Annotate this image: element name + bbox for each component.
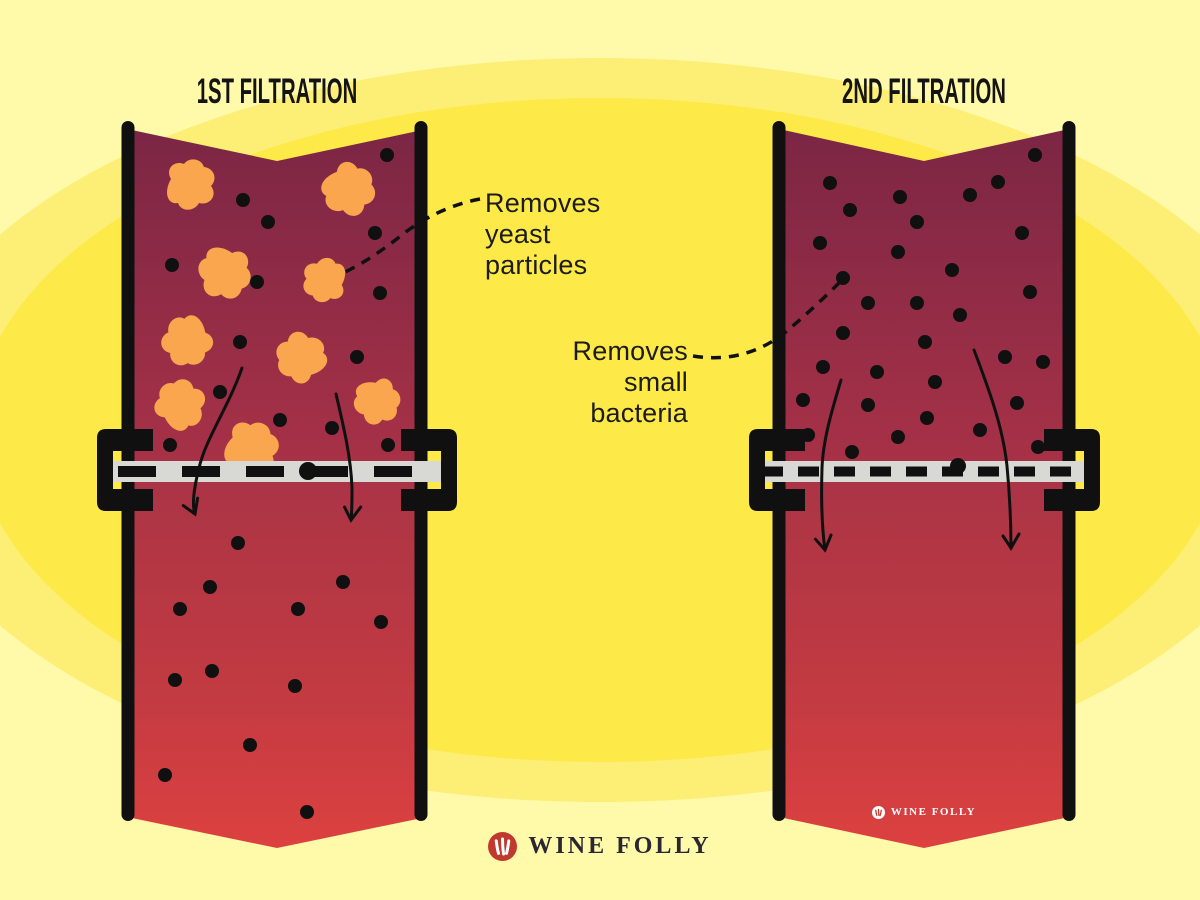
bacteria-dot — [891, 245, 905, 259]
bacteria-dot — [1036, 355, 1050, 369]
bacteria-dot — [299, 462, 317, 480]
bacteria-dot — [836, 271, 850, 285]
bacteria-dot — [250, 275, 264, 289]
column-watermark: WINE FOLLY — [824, 804, 1024, 820]
bacteria-dot — [205, 664, 219, 678]
bacteria-dot — [350, 350, 364, 364]
bacteria-dot — [261, 215, 275, 229]
bacteria-dot — [381, 438, 395, 452]
bacteria-dot — [928, 375, 942, 389]
bacteria-dot — [291, 602, 305, 616]
bacteria-dot — [973, 423, 987, 437]
bacteria-dots-first-above — [163, 148, 395, 480]
bacteria-dot — [173, 602, 187, 616]
bacteria-dot — [373, 286, 387, 300]
yeast-callout: Removes yeast particles — [485, 188, 600, 281]
bacteria-callout-line: small — [623, 367, 688, 397]
bacteria-dot — [836, 326, 850, 340]
fine-filter-membrane — [762, 461, 1087, 482]
bacteria-dot — [163, 438, 177, 452]
bacteria-dot — [945, 263, 959, 277]
wine-folly-logo-icon — [488, 831, 518, 861]
bacteria-dot — [1010, 396, 1024, 410]
bacteria-dot — [891, 430, 905, 444]
bacteria-dot — [380, 148, 394, 162]
first-filtration-wine-body — [127, 129, 427, 848]
footer-brand: WINE FOLLY — [440, 828, 760, 864]
bacteria-dot — [813, 236, 827, 250]
bacteria-dot — [368, 226, 382, 240]
watermark-brand-name: WINE FOLLY — [890, 806, 977, 818]
bacteria-dot — [910, 296, 924, 310]
bacteria-dot — [158, 768, 172, 782]
bacteria-dot — [893, 190, 907, 204]
coarse-filter-membrane — [113, 461, 442, 482]
bacteria-dot — [796, 393, 810, 407]
bacteria-dot — [325, 421, 339, 435]
bacteria-dot — [843, 203, 857, 217]
bacteria-dot — [861, 296, 875, 310]
bacteria-dot — [1015, 226, 1029, 240]
bacteria-callout: Removes small bacteria — [573, 336, 688, 429]
bacteria-dots-first-below — [158, 536, 388, 819]
bacteria-dot — [845, 445, 859, 459]
footer-brand-name: WINE FOLLY — [528, 832, 712, 859]
bacteria-dot — [816, 360, 830, 374]
bacteria-dots-second-above — [796, 148, 1050, 474]
bacteria-dot — [1028, 148, 1042, 162]
bacteria-dot — [273, 413, 287, 427]
bacteria-dot — [203, 580, 217, 594]
bacteria-dot — [918, 335, 932, 349]
bacteria-dot — [823, 176, 837, 190]
bacteria-dot — [963, 188, 977, 202]
bacteria-dot — [288, 679, 302, 693]
yeast-callout-line: particles — [485, 250, 588, 280]
bacteria-dot — [801, 428, 815, 442]
bacteria-dot — [998, 350, 1012, 364]
bacteria-dot — [243, 738, 257, 752]
bacteria-dot — [910, 215, 924, 229]
second-filtration-title: 2ND FILTRATION — [842, 72, 1006, 111]
bacteria-callout-line: bacteria — [590, 398, 688, 428]
bacteria-dot — [870, 365, 884, 379]
bacteria-dot — [168, 673, 182, 687]
bacteria-dot — [1023, 285, 1037, 299]
bacteria-dot — [920, 411, 934, 425]
bacteria-dot — [236, 193, 250, 207]
bacteria-pointer-line — [692, 280, 842, 360]
second-filtration-wine-body — [779, 129, 1069, 848]
callout-pointers — [344, 197, 842, 360]
bacteria-dot — [233, 335, 247, 349]
bacteria-dot — [953, 308, 967, 322]
bacteria-dot — [950, 458, 966, 474]
flow-arrows — [181, 348, 1021, 553]
yeast-callout-line: yeast — [485, 219, 551, 249]
bacteria-dot — [165, 258, 179, 272]
bacteria-callout-line: Removes — [572, 336, 688, 366]
bacteria-dot — [861, 398, 875, 412]
bacteria-dot — [991, 175, 1005, 189]
bacteria-dot — [1031, 440, 1045, 454]
bacteria-dot — [231, 536, 245, 550]
bacteria-dot — [300, 805, 314, 819]
wine-folly-mini-logo-icon — [871, 805, 885, 819]
yeast-callout-line: Removes — [485, 188, 601, 218]
yeast-pointer-line — [344, 197, 481, 274]
filter-clamp-flanges — [97, 429, 1100, 511]
bacteria-dot — [213, 385, 227, 399]
bacteria-dot — [374, 615, 388, 629]
first-filtration-title: 1ST FILTRATION — [196, 72, 358, 111]
bacteria-dot — [336, 575, 350, 589]
